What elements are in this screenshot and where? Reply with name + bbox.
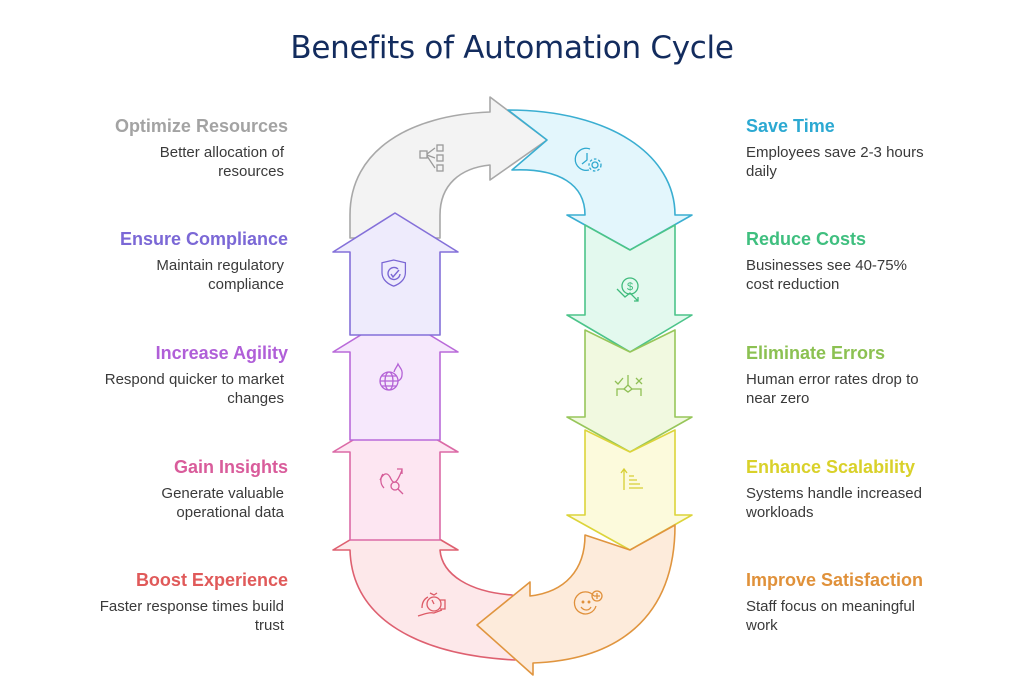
workflow-distribution-icon <box>419 144 444 172</box>
shield-check-icon <box>381 259 407 287</box>
benefit-eliminate-errors: Eliminate Errors Human error rates drop … <box>746 342 986 408</box>
benefit-improve-satisfaction: Improve Satisfaction Staff focus on mean… <box>746 569 986 635</box>
scale-up-list-icon <box>620 467 643 490</box>
chart-magnifier-icon <box>379 468 404 495</box>
cycle-segment-improve-satisfaction <box>476 524 676 676</box>
cycle-segment-optimize-resources <box>349 96 548 239</box>
benefit-enhance-scalability: Enhance Scalability Systems handle incre… <box>746 456 986 522</box>
benefit-heading: Save Time <box>746 116 835 136</box>
page-title: Benefits of Automation Cycle <box>290 30 734 66</box>
benefit-heading: Boost Experience <box>135 570 288 590</box>
svg-text:$: $ <box>627 281 633 293</box>
benefit-boost-experience: Boost Experience Faster response times b… <box>48 569 288 635</box>
cycle-segment-reduce-costs <box>566 224 693 353</box>
benefit-heading: Improve Satisfaction <box>746 570 924 590</box>
benefit-heading: Optimize Resources <box>114 116 288 136</box>
hand-stopwatch-icon <box>417 592 446 617</box>
cycle-segment-enhance-scalability <box>566 429 693 551</box>
benefit-heading: Enhance Scalability <box>746 457 916 477</box>
clock-gear-icon <box>574 147 602 172</box>
benefit-heading: Increase Agility <box>155 343 288 363</box>
benefit-increase-agility: Increase Agility Respond quicker to mark… <box>48 342 288 408</box>
benefit-reduce-costs: Reduce Costs Businesses see 40-75%cost r… <box>746 228 986 294</box>
benefit-heading: Gain Insights <box>173 457 288 477</box>
dollar-down-icon: $ <box>616 277 639 302</box>
benefit-heading: Eliminate Errors <box>746 343 886 363</box>
benefit-heading: Reduce Costs <box>746 229 867 249</box>
check-cross-decision-icon <box>614 375 643 396</box>
benefit-heading: Ensure Compliance <box>119 229 288 249</box>
smile-plus-icon <box>573 590 603 615</box>
cycle-segment-save-time <box>507 109 693 251</box>
benefit-description: Businesses see 40-75%cost reduction <box>746 257 907 293</box>
globe-fire-icon <box>379 362 403 391</box>
